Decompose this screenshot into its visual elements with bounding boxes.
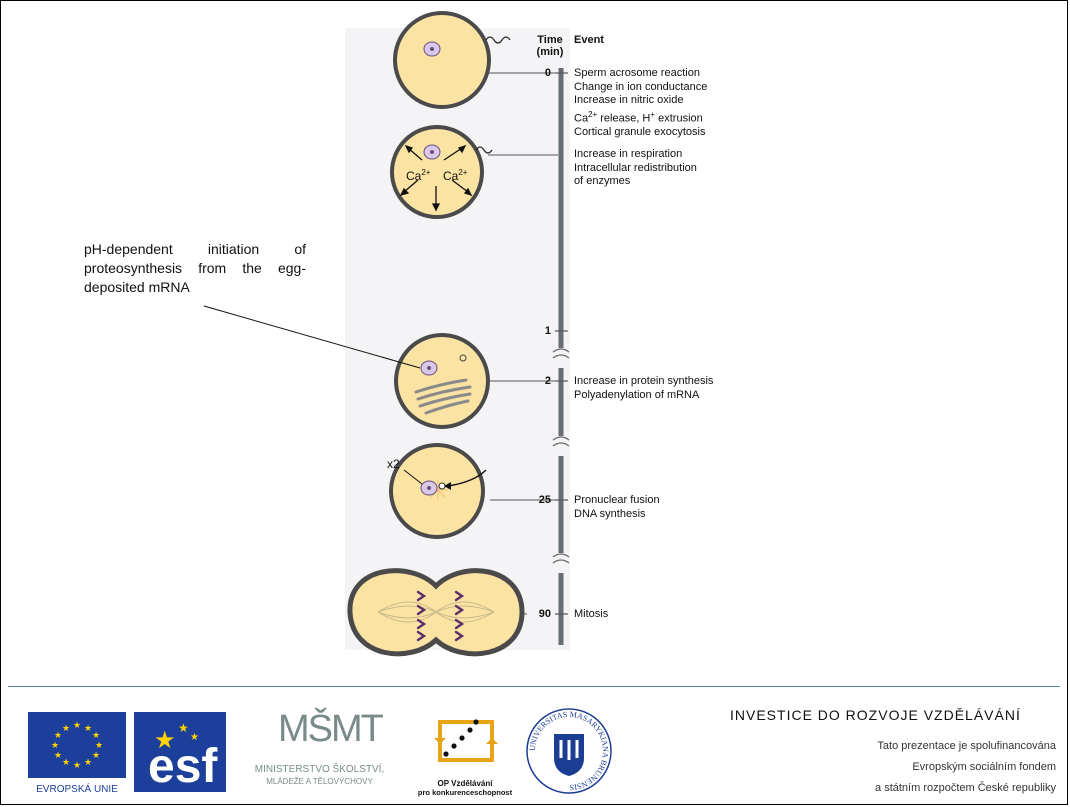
event-line: Pronuclear fusion (574, 494, 660, 506)
funding-line-3: a státním rozpočtem České republiky (875, 782, 1056, 794)
tick-label: 0 (544, 67, 551, 79)
svg-text:★: ★ (73, 761, 81, 771)
svg-text:★: ★ (154, 726, 176, 754)
svg-text:★: ★ (92, 731, 100, 741)
event-line: Increase in protein synthesis (574, 375, 714, 387)
svg-text:★: ★ (190, 732, 199, 743)
tick-label: 1 (544, 325, 551, 337)
event-line: Sperm acrosome reaction (574, 67, 700, 79)
funding-line-1: Tato prezentace je spolufinancována (877, 740, 1056, 752)
svg-text:★: ★ (51, 741, 59, 751)
egg-cell-sperm-contact (393, 11, 511, 109)
event-line: Intracellular redistribution (574, 161, 697, 174)
event-line: Polyadenylation of mRNA (574, 388, 700, 401)
time-header-unit: (min) (536, 46, 564, 58)
svg-text:★: ★ (54, 751, 62, 761)
event-line: Change in ion conductance (574, 80, 708, 93)
event-line: Increase in nitric oxide (574, 94, 684, 106)
funding-line-2: Evropským sociálním fondem (912, 761, 1056, 773)
svg-text:★: ★ (84, 758, 92, 768)
esf-logo: ★ ★ ★ esf (134, 712, 226, 792)
x2-label: x2 (387, 457, 400, 471)
event-group-0b: Increase in respiration Intracellular re… (574, 148, 697, 189)
eu-logo: ★★★ ★★★ ★★★ ★★★ EVROPSKÁ UNIE (28, 712, 126, 795)
ca-label-right: Ca2+ (443, 168, 468, 183)
svg-text:★: ★ (62, 724, 70, 734)
dividing-cell-mitosis (347, 568, 525, 657)
tick-label: 25 (538, 494, 551, 506)
svg-text:★: ★ (84, 724, 92, 734)
event-line: Ca2+ release, H+ extrusion (574, 109, 703, 125)
eu-flag-icon: ★★★ ★★★ ★★★ ★★★ (28, 712, 126, 778)
svg-text:★: ★ (54, 731, 62, 741)
egg-cell-pronuclear-fusion (389, 443, 487, 539)
tick-label: 90 (538, 608, 551, 620)
university-logo: UNIVERSITAS MASARYKIANA BRUNENSIS (524, 706, 614, 796)
op-line2: pro konkurenceschopnost (417, 788, 513, 797)
event-group-25: Pronuclear fusion DNA synthesis (574, 494, 660, 521)
event-group-2: Increase in protein synthesis Polyadenyl… (574, 375, 713, 402)
svg-text:★: ★ (62, 758, 70, 768)
op-arrows-icon (434, 719, 498, 762)
annotation-text: pH-dependent initiation of proteosynthes… (84, 241, 306, 295)
investice-title: INVESTICE DO ROZVOJE VZDĚLÁVÁNÍ (730, 707, 1021, 723)
time-header-label: Time (537, 34, 563, 46)
event-line: of enzymes (574, 175, 631, 187)
op-line1: OP Vzdělávání (437, 779, 493, 788)
op-logo: OP Vzdělávání pro konkurenceschopnost (410, 710, 520, 797)
msmt-line2: MLÁDEŽE A TĚLOVÝCHOVY (266, 777, 373, 786)
event-line: Increase in respiration (574, 148, 683, 160)
event-group-90: Mitosis (574, 608, 608, 622)
event-line: DNA synthesis (574, 507, 646, 520)
msmt-logo: MŠMT MINISTERSTVO ŠKOLSTVÍ, MLÁDEŽE A TĚ… (232, 708, 407, 794)
event-line: Mitosis (574, 608, 609, 620)
msmt-mark-icon: MŠMT (278, 708, 384, 750)
egg-cell-protein-synthesis (394, 333, 490, 429)
footer-divider (8, 686, 1060, 687)
svg-text:★: ★ (178, 721, 189, 735)
event-group-0: Sperm acrosome reaction Change in ion co… (574, 67, 707, 139)
egg-cell-calcium-release (390, 125, 493, 219)
timeline-axis (486, 68, 570, 645)
event-line: Cortical granule exocytosis (574, 125, 706, 138)
annotation-pointer (203, 305, 421, 369)
university-seal-icon: UNIVERSITAS MASARYKIANA BRUNENSIS (526, 708, 612, 794)
event-header: Event (574, 34, 604, 46)
msmt-line1: MINISTERSTVO ŠKOLSTVÍ, (254, 764, 385, 775)
svg-text:★: ★ (92, 751, 100, 761)
svg-text:★: ★ (95, 741, 103, 751)
time-header: Time (min) (535, 34, 565, 58)
eu-label: EVROPSKÁ UNIE (36, 784, 118, 795)
tick-label: 2 (544, 375, 551, 387)
svg-text:★: ★ (73, 721, 81, 731)
esf-stars-icon: ★ ★ ★ (154, 721, 199, 754)
fertilization-diagram (203, 11, 570, 657)
ca-label-left: Ca2+ (406, 168, 431, 183)
esf-label: esf (148, 740, 218, 793)
